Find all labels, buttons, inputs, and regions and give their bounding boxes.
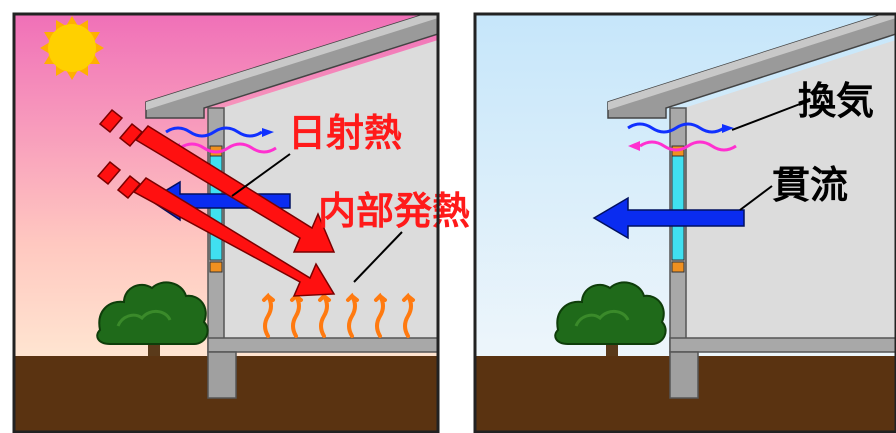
solar-heat-arrows <box>96 108 336 297</box>
sun-icon <box>40 16 104 80</box>
roof-top-edge <box>146 14 438 110</box>
conduction-arrow <box>592 196 745 240</box>
foundation <box>207 351 237 399</box>
solar-heat-label: 日射熱 <box>288 111 402 155</box>
solar-leader-line <box>231 153 291 197</box>
tree-icon <box>96 281 209 356</box>
internal-heat-label: 内部発熱 <box>318 189 470 233</box>
tree-icon <box>554 281 667 356</box>
conduction-arrow <box>148 180 291 222</box>
ventilation-waves <box>627 122 737 152</box>
ventilation-leader-line <box>731 103 801 131</box>
summer-panel: 日射熱 内部発熱 <box>12 12 470 433</box>
window-frame-bottom <box>671 261 685 273</box>
ventilation-label: 換気 <box>798 79 874 123</box>
internal-leader-line <box>353 231 403 283</box>
window-frame-bottom <box>209 261 223 273</box>
roof-top-edge <box>608 14 896 110</box>
floor-slab <box>207 337 438 353</box>
conduction-label: 貫流 <box>772 163 848 207</box>
winter-panel-border <box>473 12 896 433</box>
winter-panel: 換気 貫流 <box>473 12 896 433</box>
internal-heat-waves <box>262 292 415 338</box>
floor-slab <box>669 337 896 353</box>
window <box>671 147 685 261</box>
summer-panel-border <box>12 12 440 433</box>
conduction-leader-line <box>739 185 773 211</box>
foundation <box>669 351 699 399</box>
house-interior <box>684 40 896 338</box>
